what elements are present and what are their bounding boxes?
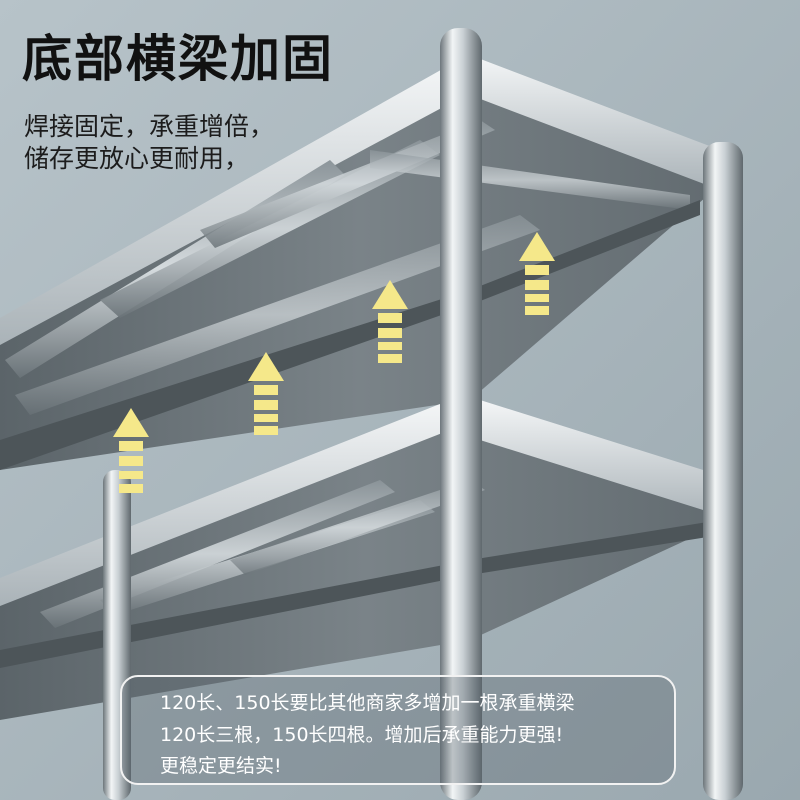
caption-line-2: 120长三根，150长四根。增加后承重能力更强! <box>160 724 564 746</box>
up-arrow-icon <box>519 232 555 315</box>
caption-box <box>120 675 676 785</box>
shelf-legs <box>103 28 743 800</box>
caption-line-3: 更稳定更结实! <box>160 755 282 777</box>
up-arrow-icon <box>372 280 408 363</box>
subheadline-line-1: 焊接固定，承重增倍， <box>24 112 275 141</box>
headline: 底部横梁加固 <box>22 30 334 88</box>
subheadline-line-2: 储存更放心更耐用， <box>24 144 250 173</box>
up-arrow-icon <box>248 352 284 435</box>
up-arrow-icon <box>113 408 149 493</box>
caption-line-1: 120长、150长要比其他商家多增加一根承重横梁 <box>160 692 575 714</box>
upper-shelf <box>0 55 720 470</box>
